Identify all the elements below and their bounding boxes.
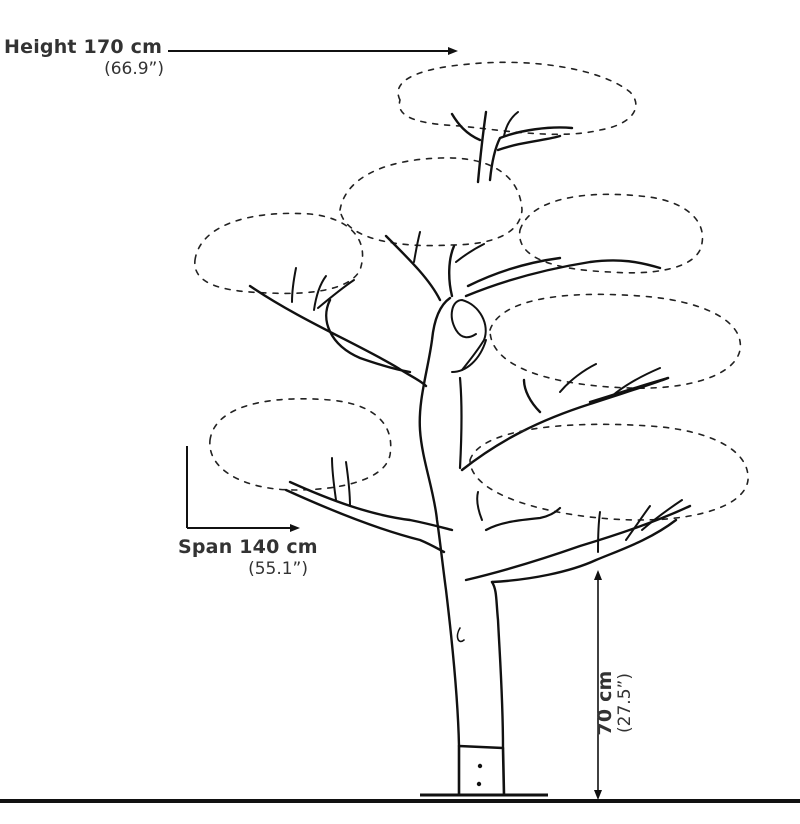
- top-canopy: [397, 61, 637, 184]
- planter-base-icon: [457, 744, 506, 797]
- clear-trunk-arrow: [594, 570, 602, 800]
- span-label: Span 140 cm (55.1”): [178, 536, 318, 579]
- span-imperial: (55.1”): [248, 559, 308, 579]
- right-upper-canopy: [464, 193, 704, 298]
- height-arrow: [168, 47, 458, 55]
- clear-trunk-imperial: (27.5”): [615, 673, 635, 733]
- right-middle-canopy: [460, 293, 742, 472]
- right-lower-canopy: [464, 423, 749, 584]
- upper-center-canopy: [339, 157, 523, 302]
- clear-trunk-label: 70 cm (27.5”): [594, 648, 635, 758]
- span-arrow: [186, 446, 300, 532]
- left-lower-canopy: [209, 397, 454, 554]
- height-value: Height 170 cm: [4, 36, 163, 58]
- ground-line: [0, 793, 800, 803]
- height-imperial: (66.9”): [104, 59, 164, 79]
- span-value: Span 140 cm: [178, 536, 318, 558]
- left-upper-canopy: [194, 212, 428, 388]
- height-label: Height 170 cm (66.9”): [4, 38, 164, 78]
- clear-trunk-value: 70 cm: [594, 670, 616, 736]
- trunk: [418, 296, 505, 750]
